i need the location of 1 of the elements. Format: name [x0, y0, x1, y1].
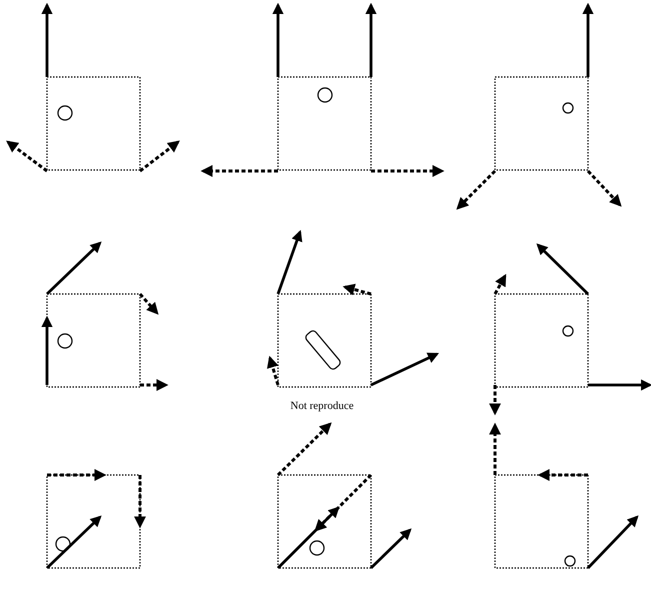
caption-text: Not reproduce	[290, 400, 354, 412]
